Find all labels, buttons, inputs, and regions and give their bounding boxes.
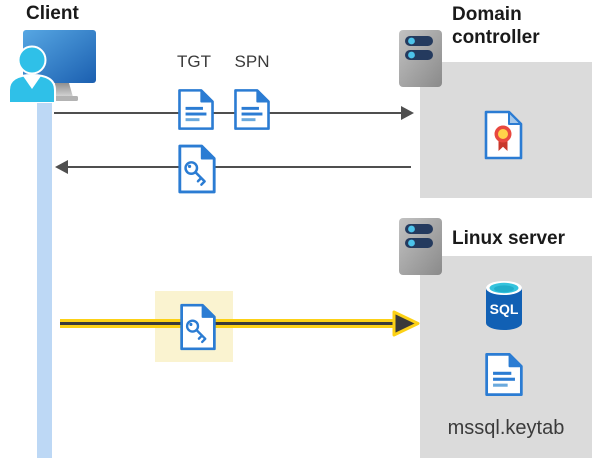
client-lifeline [37, 90, 52, 458]
request-arrow-head-icon [401, 106, 414, 120]
tgt-label: TGT [177, 52, 211, 71]
sql-badge-label: SQL [490, 301, 519, 317]
tgt-document-icon [176, 87, 216, 132]
auth-arrow-line [60, 319, 398, 328]
linux-server-title: Linux server [452, 228, 565, 249]
response-arrow-head-icon [55, 160, 68, 174]
client-title: Client [26, 3, 79, 24]
response-arrow-line [66, 166, 411, 168]
sql-database-icon: SQL [485, 280, 523, 331]
linux-server-icon [398, 217, 443, 276]
domain-controller-server-icon [398, 29, 443, 88]
keytab-label: mssql.keytab [447, 417, 565, 439]
spn-label: SPN [234, 52, 270, 71]
keytab-document-icon [483, 351, 525, 398]
spn-document-icon [232, 87, 272, 132]
request-arrow-line [54, 112, 404, 114]
auth-arrow-head-icon [392, 310, 420, 342]
certificate-icon [482, 110, 525, 160]
auth-key-document-icon [178, 303, 218, 351]
ticket-key-document-icon [176, 144, 218, 194]
domain-controller-title: Domain controller [452, 4, 540, 48]
client-icon [6, 27, 98, 103]
